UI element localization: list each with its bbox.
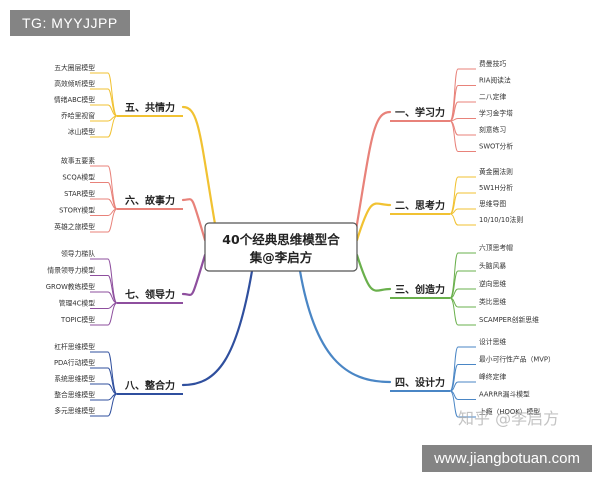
connector-lines (90, 68, 476, 418)
leaf-item[interactable]: 情绪ABC模型 (54, 95, 95, 104)
branch-label-integration[interactable]: 八、整合力 (124, 379, 175, 392)
leaf-link (449, 176, 476, 215)
leaf-item[interactable]: 费曼技巧 (479, 59, 506, 68)
watermark-top: TG: MYYJJPP (10, 10, 130, 36)
leaf-link (449, 101, 476, 122)
leaf-item[interactable]: 头脑风暴 (479, 261, 506, 270)
leaf-item[interactable]: GROW教练模型 (46, 282, 95, 291)
branch-link-creativity (355, 253, 392, 292)
center-title-line1: 40个经典思维模型合 (222, 232, 340, 247)
branch-link-leadership (181, 253, 207, 296)
leaf-item[interactable]: 领导力梯队 (61, 249, 95, 258)
leaf-item[interactable]: 10/10/10法则 (479, 215, 523, 224)
leaf-item[interactable]: 情景领导力模型 (47, 266, 95, 275)
leaf-item[interactable]: RIA阅读法 (479, 76, 511, 85)
branch-link-design (298, 269, 392, 384)
leaf-item[interactable]: 刻意练习 (479, 125, 506, 134)
leaf-item[interactable]: 5W1H分析 (479, 183, 513, 192)
leaf-item[interactable]: 多元思维模型 (54, 406, 95, 415)
leaf-item[interactable]: STORY模型 (59, 206, 95, 215)
leaf-item[interactable]: 黄金圈法则 (479, 167, 513, 176)
leaf-item[interactable]: 乔哈里视窗 (61, 111, 95, 120)
leaf-link (449, 120, 476, 152)
leaf-link (90, 104, 118, 117)
leaf-link (449, 208, 476, 215)
branch-label-empathy[interactable]: 五、共情力 (125, 101, 175, 114)
leaf-link (90, 383, 118, 395)
branch-link-empathy (181, 105, 217, 226)
leaf-item[interactable]: 六顶思考帽 (479, 243, 513, 252)
leaf-link (449, 213, 476, 226)
leaf-item[interactable]: 管理4C模型 (59, 299, 95, 308)
leaf-item[interactable]: SWOT分析 (479, 142, 513, 151)
leaf-item[interactable]: 系统思维模型 (54, 374, 95, 383)
leaf-item[interactable]: 峰终定律 (479, 372, 506, 381)
leaf-item[interactable]: 杠杆思维模型 (54, 342, 95, 351)
leaf-item[interactable]: 高效倾听模型 (54, 79, 95, 88)
leaf-link (449, 346, 476, 392)
leaf-item[interactable]: 上瘾（HOOK）模型 (479, 407, 540, 416)
leaf-item[interactable]: 类比思维 (479, 297, 506, 306)
leaf-item[interactable]: 设计思维 (479, 337, 506, 346)
leaf-link (449, 297, 476, 326)
leaf-item[interactable]: 英雄之旅模型 (54, 222, 95, 231)
leaf-link (449, 252, 476, 299)
branch-label-creativity[interactable]: 三、创造力 (395, 283, 445, 296)
branch-label-learning[interactable]: 一、学习力 (395, 106, 445, 119)
leaf-link (449, 118, 476, 122)
leaf-link (90, 393, 118, 417)
leaf-item[interactable]: 五大圈层模型 (54, 63, 95, 72)
branch-link-thinking (355, 202, 392, 242)
leaf-item[interactable]: SCQA模型 (62, 173, 95, 182)
leaf-item[interactable]: 学习金字塔 (479, 109, 513, 118)
leaf-link (90, 208, 118, 233)
leaf-item[interactable]: 最小可行性产品（MVP） (479, 355, 555, 364)
leaf-link (90, 302, 118, 326)
leaf-link (90, 165, 118, 210)
leaf-link (90, 291, 118, 304)
leaf-link (449, 270, 476, 299)
leaf-link (90, 115, 118, 138)
branch-label-storytelling[interactable]: 六、故事力 (125, 194, 175, 207)
branch-link-learning (354, 110, 392, 232)
center-title-line2: 集@李启方 (249, 250, 313, 265)
leaf-item[interactable]: 冰山模型 (68, 127, 95, 136)
branch-label-design[interactable]: 四、设计力 (395, 376, 445, 389)
leaf-link (449, 192, 476, 215)
leaf-item[interactable]: 二八定律 (479, 92, 506, 101)
leaf-item[interactable]: 逆向思维 (479, 279, 506, 288)
zhihu-watermark: 知乎 @李启方 (458, 409, 560, 428)
leaf-link (449, 390, 476, 418)
leaf-link (449, 364, 476, 392)
watermark-bottom: www.jiangbotuan.com (422, 445, 592, 472)
leaf-item[interactable]: STAR模型 (64, 189, 95, 198)
leaf-link (90, 198, 118, 210)
branch-link-storytelling (181, 198, 207, 242)
center-node[interactable]: 40个经典思维模型合 集@李启方 (204, 222, 358, 272)
leaf-link (449, 381, 476, 392)
leaf-link (449, 390, 476, 400)
branch-link-integration (181, 269, 254, 387)
leaf-item[interactable]: PDA行动模型 (54, 358, 95, 367)
leaf-item[interactable]: 思维导图 (479, 199, 506, 208)
leaf-link (449, 288, 476, 299)
leaf-item[interactable]: AARRR漏斗模型 (479, 390, 530, 399)
leaf-item[interactable]: TOPIC模型 (60, 315, 95, 324)
branch-label-thinking[interactable]: 二、思考力 (395, 199, 445, 212)
leaf-item[interactable]: 整合思维模型 (54, 390, 95, 399)
leaf-item[interactable]: SCAMPER创新思维 (479, 315, 539, 324)
leaf-item[interactable]: 故事五要素 (61, 156, 95, 165)
branch-label-leadership[interactable]: 七、领导力 (125, 288, 175, 301)
